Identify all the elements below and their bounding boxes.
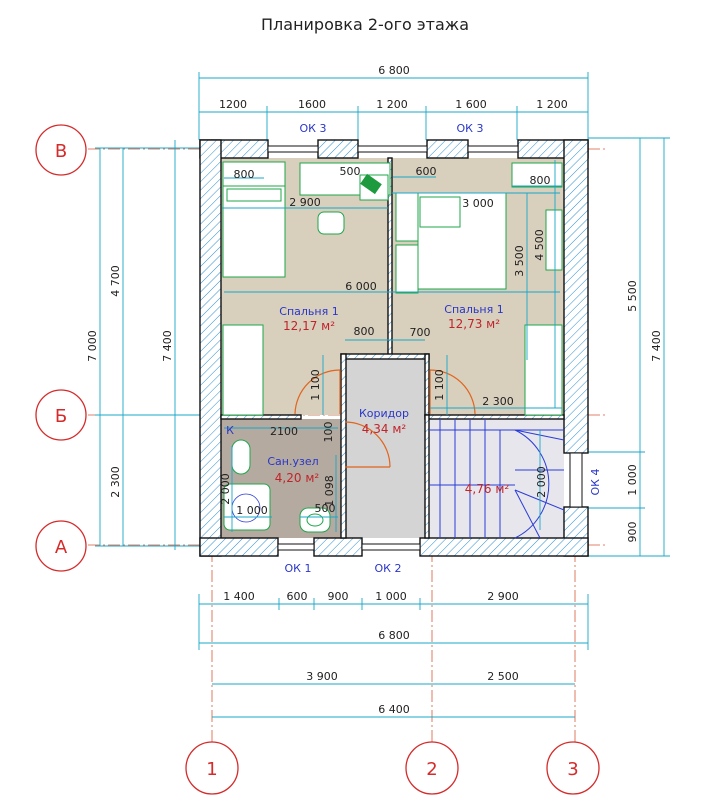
room-area-bedroom-right: 12,73 м² — [448, 317, 500, 331]
dim-right-1000: 1 000 — [626, 464, 639, 496]
inner-dimension-lines — [222, 160, 562, 532]
dim-right-7400: 7 400 — [650, 330, 663, 362]
dim-left-4700: 4 700 — [109, 265, 122, 297]
room-name-bedroom-left: Спальня 1 — [279, 305, 338, 318]
axis-col-3: 3 — [567, 759, 578, 780]
dim-bottom-3900: 3 900 — [306, 670, 338, 683]
dim-left-7400: 7 400 — [161, 330, 174, 362]
dim-3500: 3 500 — [513, 245, 526, 277]
dim-desk-500: 500 — [340, 165, 361, 178]
floor-corridor — [345, 358, 425, 538]
axis-row-a: А — [55, 537, 68, 558]
walls — [199, 139, 589, 557]
axis-col-1: 1 — [206, 759, 217, 780]
dim-800-right: 800 — [530, 174, 551, 187]
dim-top-1: 1200 — [219, 98, 247, 111]
room-name-bedroom-right: Спальня 1 — [444, 303, 503, 316]
axis-bubbles: В Б А 1 2 3 — [35, 124, 600, 795]
dim-top-5: 1 200 — [536, 98, 568, 111]
room-area-corridor: 4,34 м² — [362, 422, 407, 436]
dim-700: 700 — [410, 326, 431, 339]
dim-100: 100 — [322, 422, 335, 443]
window-label-ok1: ОК 1 — [285, 562, 312, 575]
room-name-corridor: Коридор — [359, 407, 409, 420]
dim-top-total: 6 800 — [378, 64, 410, 77]
dim-right-900: 900 — [626, 522, 639, 543]
plan-title: Планировка 2-ого этажа — [261, 15, 469, 34]
inner-dimension-labels: 800 500 2 900 6 000 800 700 1 100 1 100 … — [219, 165, 551, 517]
dim-bed-left-800: 800 — [234, 168, 255, 181]
dim-left-2900: 2 900 — [289, 196, 321, 209]
axis-row-v: В — [55, 141, 67, 162]
dim-bottom-1400: 1 400 — [223, 590, 255, 603]
window-label-ok3-left: ОК 3 — [300, 122, 327, 135]
dim-bottom-total-6400: 6 400 — [378, 703, 410, 716]
dim-3000: 3 000 — [462, 197, 494, 210]
dim-bottom-900: 900 — [328, 590, 349, 603]
dim-top-3: 1 200 — [376, 98, 408, 111]
dim-long-6000: 6 000 — [345, 280, 377, 293]
dim-top-2: 1600 — [298, 98, 326, 111]
furniture — [222, 161, 563, 533]
floor-stairs — [429, 419, 564, 538]
windows — [267, 145, 583, 551]
dim-1098: 1 098 — [323, 475, 336, 507]
dim-right-5500: 5 500 — [626, 280, 639, 312]
window-label-ok3-right: ОК 3 — [457, 122, 484, 135]
room-name-bathroom: Сан.узел — [267, 455, 318, 468]
dim-1000: 1 000 — [236, 504, 268, 517]
dim-800: 800 — [354, 325, 375, 338]
dim-2000-left: 2 000 — [219, 473, 232, 505]
window-label-ok2: ОК 2 — [375, 562, 402, 575]
right-dimensions: 5 500 7 400 1 000 900 ОК 4 — [588, 137, 670, 557]
doors — [294, 369, 476, 468]
dim-bottom-total-6800: 6 800 — [378, 629, 410, 642]
dim-left-7000: 7 000 — [86, 330, 99, 362]
dim-bottom-2900: 2 900 — [487, 590, 519, 603]
dim-door-1100-left: 1 100 — [309, 369, 322, 401]
dim-4500: 4 500 — [533, 229, 546, 261]
top-dimensions: 6 800 1200 1600 1 200 1 600 1 200 ОК 3 О… — [198, 64, 589, 140]
label-k: К — [226, 424, 234, 437]
dim-bottom-600: 600 — [287, 590, 308, 603]
left-dimensions: 4 700 7 000 2 300 7 400 — [86, 140, 200, 550]
dim-left-2300: 2 300 — [109, 466, 122, 498]
staircase — [429, 419, 565, 539]
dim-2300: 2 300 — [482, 395, 514, 408]
room-labels: Спальня 1 12,17 м² Спальня 1 12,73 м² Ко… — [267, 303, 509, 496]
dim-600: 600 — [416, 165, 437, 178]
dim-bottom-1000: 1 000 — [375, 590, 407, 603]
laptop-icon — [360, 173, 382, 195]
axis-col-2: 2 — [426, 759, 437, 780]
window-label-ok4: ОК 4 — [589, 469, 602, 496]
dim-500: 500 — [315, 502, 336, 515]
room-area-stairs: 4,76 м² — [465, 482, 510, 496]
room-area-bedroom-left: 12,17 м² — [283, 319, 335, 333]
bottom-dimensions: 1 400 600 900 1 000 2 900 6 800 3 900 2 … — [198, 562, 589, 718]
dim-2000-stairs: 2 000 — [535, 466, 548, 498]
room-area-bathroom: 4,20 м² — [275, 471, 320, 485]
dim-top-4: 1 600 — [455, 98, 487, 111]
dim-bottom-2500: 2 500 — [487, 670, 519, 683]
axis-row-b: Б — [55, 406, 67, 427]
dim-door-1100-right: 1 100 — [433, 369, 446, 401]
dim-2100: 2100 — [270, 425, 298, 438]
